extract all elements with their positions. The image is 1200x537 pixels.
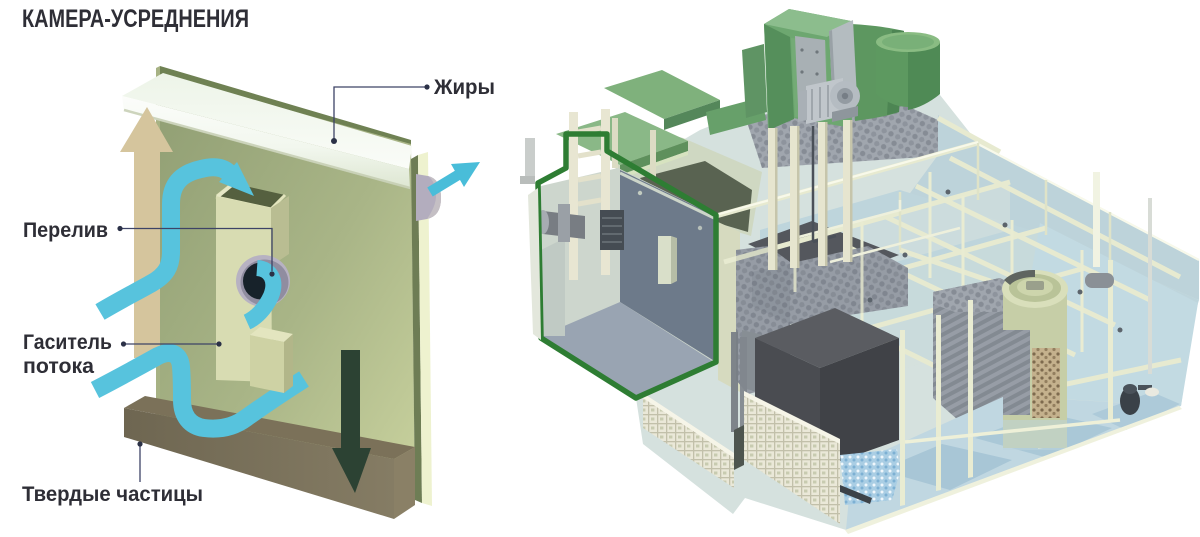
svg-text:Перелив: Перелив [23,219,108,242]
svg-text:Твердые частицы: Твердые частицы [22,483,203,506]
svg-text:потока: потока [23,355,94,378]
svg-text:Жиры: Жиры [433,76,495,99]
svg-text:Гаситель: Гаситель [23,331,112,354]
svg-text:КАМЕРА-УСРЕДНЕНИЯ: КАМЕРА-УСРЕДНЕНИЯ [22,5,249,33]
